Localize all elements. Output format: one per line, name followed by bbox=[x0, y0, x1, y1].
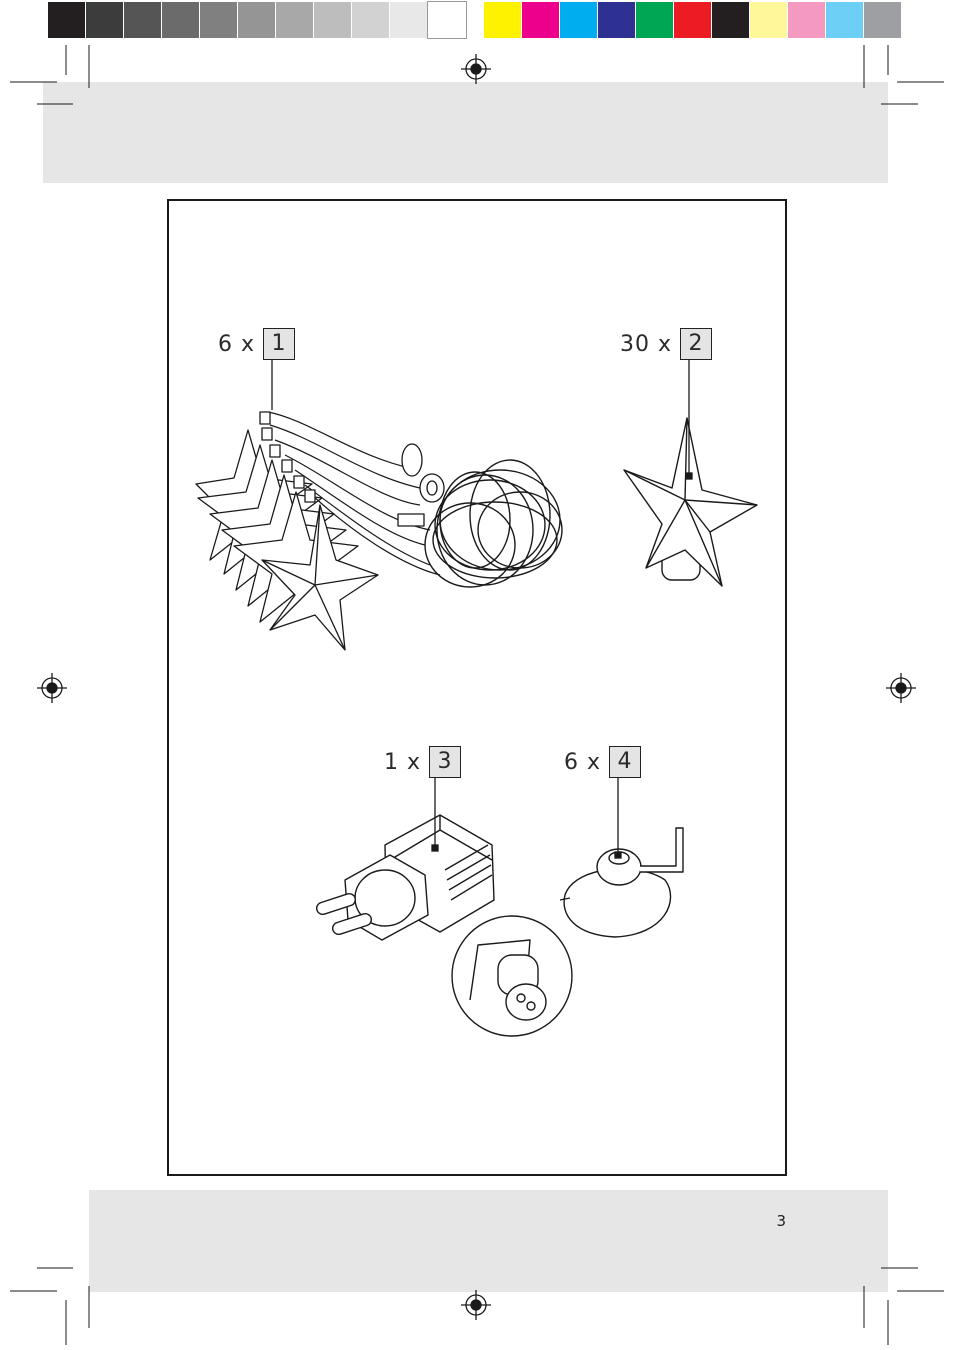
part-number-box: 3 bbox=[429, 746, 461, 778]
part-quantity: 30 x bbox=[620, 332, 672, 357]
part-callout-2: 30 x 2 bbox=[620, 328, 712, 360]
star-icon bbox=[624, 418, 757, 586]
part-callout-4: 6 x 4 bbox=[564, 746, 641, 778]
part-quantity: 1 x bbox=[384, 750, 421, 775]
star-light-string-icon bbox=[196, 412, 562, 650]
part-number-box: 2 bbox=[680, 328, 712, 360]
part-callout-1: 6 x 1 bbox=[218, 328, 295, 360]
part-quantity: 6 x bbox=[218, 332, 255, 357]
part-quantity: 6 x bbox=[564, 750, 601, 775]
power-adapter-icon bbox=[315, 815, 572, 1036]
part-callout-3: 1 x 3 bbox=[384, 746, 461, 778]
page-number: 3 bbox=[776, 1212, 786, 1230]
part-number-box: 1 bbox=[263, 328, 295, 360]
part-number-box: 4 bbox=[609, 746, 641, 778]
suction-cup-icon bbox=[560, 828, 683, 937]
